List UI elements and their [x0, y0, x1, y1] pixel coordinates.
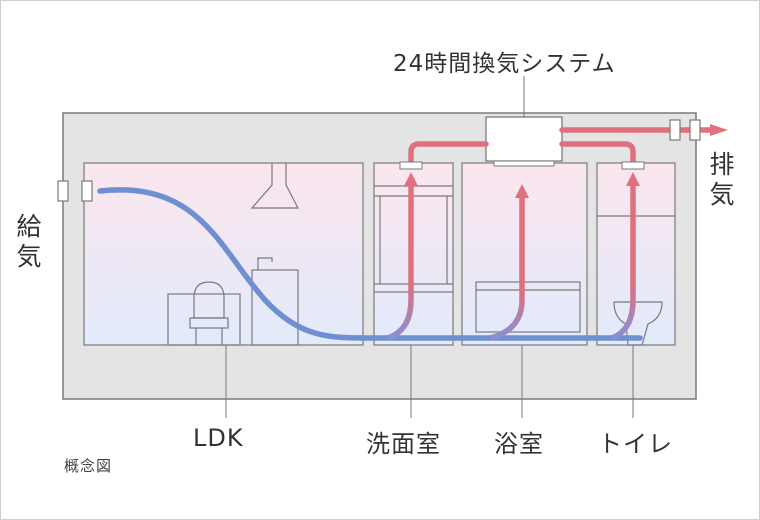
bathroom-arrow [515, 184, 529, 198]
bathroom-flow [489, 196, 525, 341]
exhaust-vent [669, 119, 701, 141]
room-toilet [596, 162, 676, 346]
room-ldk [83, 162, 364, 346]
toilet-arrow [626, 172, 640, 186]
label-bathroom: 浴室 [494, 430, 544, 458]
ventilation-unit-base [493, 160, 555, 167]
kitchen-counter [251, 257, 299, 346]
washroom-arrow [404, 172, 418, 186]
exhaust-ducts [408, 127, 691, 165]
toilet-fixture [597, 215, 675, 346]
exhaust-grilles [399, 161, 645, 170]
toilet-flow [610, 182, 636, 341]
supply-label: 給 気 [16, 212, 42, 271]
washroom-flow [386, 182, 414, 341]
chair [167, 281, 241, 346]
exhaust-label: 排 気 [709, 150, 735, 209]
fresh-air-flow [97, 187, 643, 341]
bathtub [475, 281, 581, 333]
caption: 概念図 [64, 457, 113, 475]
ventilation-unit [485, 116, 563, 162]
range-hood [250, 163, 299, 209]
exhaust-arrow [710, 124, 728, 136]
system-title: 24時間換気システム [393, 51, 616, 77]
label-ldk: LDK [193, 424, 244, 452]
label-washroom: 洗面室 [366, 430, 441, 458]
label-toilet: トイレ [598, 430, 673, 458]
leader-lines [225, 76, 634, 418]
